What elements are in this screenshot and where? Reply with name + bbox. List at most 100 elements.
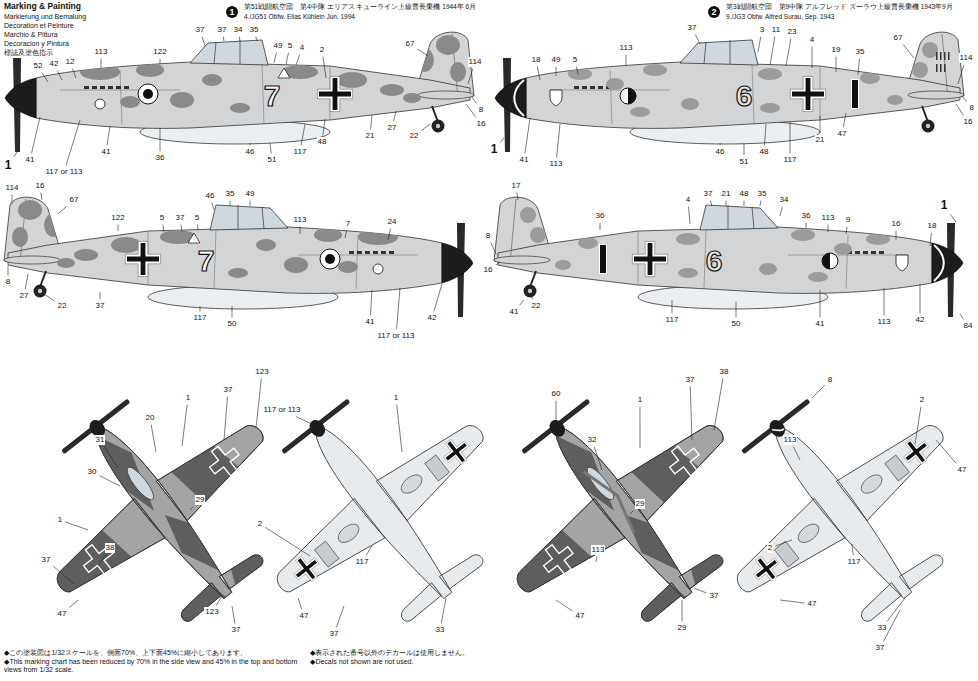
leader-line [896, 231, 897, 240]
leader-line [858, 59, 859, 75]
note-text: ◆表示された番号以外のデカールは使用しません。 [310, 649, 469, 657]
callout-number: 51 [739, 157, 750, 166]
leader-line [57, 71, 62, 80]
callout-number: 41 [509, 307, 520, 316]
leader-line [44, 294, 55, 301]
callout-number: 117 or 113 [376, 331, 415, 340]
callout-number: 4 [299, 43, 305, 52]
callout-number: 117 or 113 [262, 405, 301, 414]
callout-number: 21 [721, 189, 732, 198]
leader-line [388, 229, 391, 240]
note-text: Markierung und Bemalung [4, 13, 86, 21]
callout-number: 12 [65, 57, 76, 66]
leader-line [298, 598, 302, 609]
callout-number: 27 [19, 291, 30, 300]
callout-number: 49 [551, 55, 562, 64]
leader-line [299, 227, 300, 234]
leader-line [296, 417, 316, 426]
leader-line [744, 201, 745, 206]
leader-line [216, 596, 222, 605]
leader-line [936, 440, 956, 463]
leader-line [370, 290, 372, 315]
callout-number: 113 [591, 545, 606, 554]
callout-number: 24 [387, 217, 398, 226]
leader-line [232, 606, 235, 623]
callout-number: 48 [759, 147, 770, 156]
leader-line [151, 425, 156, 452]
leader-line [517, 193, 518, 200]
callout-number: 123 [204, 607, 219, 616]
callout-number: 16 [963, 117, 974, 126]
callout-number: 5 [572, 55, 578, 64]
leader-line [417, 49, 428, 56]
callout-number: 31 [95, 435, 106, 444]
aircraft-number: 7 [198, 246, 215, 276]
leader-line [639, 407, 640, 448]
callout-number: 3 [759, 25, 765, 34]
note-text: ◆This marking chart has been reduced by … [4, 658, 304, 674]
callout-number: 47 [807, 599, 818, 608]
leader-line [11, 195, 12, 204]
callout-number: 16 [891, 219, 902, 228]
top-view [449, 343, 789, 677]
callout-number: 16 [483, 265, 494, 274]
callout-number: 5 [159, 213, 165, 222]
aircraft-number: 7 [264, 81, 281, 111]
leader-line [66, 120, 80, 165]
callout-number: 37 [95, 301, 106, 310]
leader-line [421, 124, 430, 130]
callout-number: 22 [57, 301, 68, 310]
leader-line [250, 143, 251, 145]
leader-line [793, 447, 800, 460]
callout-number: 22 [409, 131, 420, 140]
leader-line [519, 300, 524, 305]
callout-number: 49 [273, 41, 284, 50]
leader-line [265, 527, 310, 556]
leader-line [495, 262, 500, 265]
side-view [5, 32, 474, 152]
leader-line [846, 227, 847, 234]
leader-line [466, 104, 476, 117]
callout-number: 37 [709, 591, 720, 600]
callout-number: 4 [809, 35, 815, 44]
leader-line [202, 37, 205, 46]
callout-number: 41 [815, 319, 826, 328]
leader-line [950, 214, 956, 222]
callout-number: 67 [893, 33, 904, 42]
callout-number: 42 [427, 313, 438, 322]
callout-number: 117 [193, 313, 208, 322]
callout-number: 37 [685, 375, 696, 384]
leader-line [827, 225, 828, 232]
callout-number: 122 [152, 47, 167, 56]
leader-line [625, 55, 626, 66]
leader-line [223, 37, 225, 41]
leader-line [160, 128, 161, 151]
callout-number: 32 [587, 435, 598, 444]
aircraft-number: 6 [736, 81, 753, 111]
leader-line [190, 507, 193, 510]
scheme-header: 第51戦闘航空団 第4中隊 エリアス キューライン上級曹長乗機 1944年 6月 [244, 3, 476, 10]
leader-line [65, 522, 88, 530]
leader-line [72, 69, 76, 78]
leader-line [256, 37, 257, 41]
callout-number: 8 [827, 375, 833, 384]
callout-number: 37 [329, 629, 340, 638]
leader-line [557, 124, 560, 157]
leader-line [960, 314, 964, 319]
callout-number: 113 [549, 159, 564, 168]
callout-number: 20 [145, 413, 156, 422]
leader-line [224, 397, 227, 440]
leader-line [100, 59, 101, 68]
callout-number: 117 [847, 557, 862, 566]
callout-number: 5 [194, 213, 200, 222]
scheme-header: 4./JG51 Obfw. Elias Kühlein Jun. 1994 [244, 13, 355, 20]
leader-line [42, 73, 48, 82]
callout-number: 1 [940, 199, 949, 213]
callout-number: 48 [739, 189, 750, 198]
callout-number: 46 [245, 147, 256, 156]
leader-line [14, 152, 17, 157]
side-view [4, 197, 473, 317]
leader-line [594, 447, 602, 470]
leader-line [710, 201, 712, 206]
